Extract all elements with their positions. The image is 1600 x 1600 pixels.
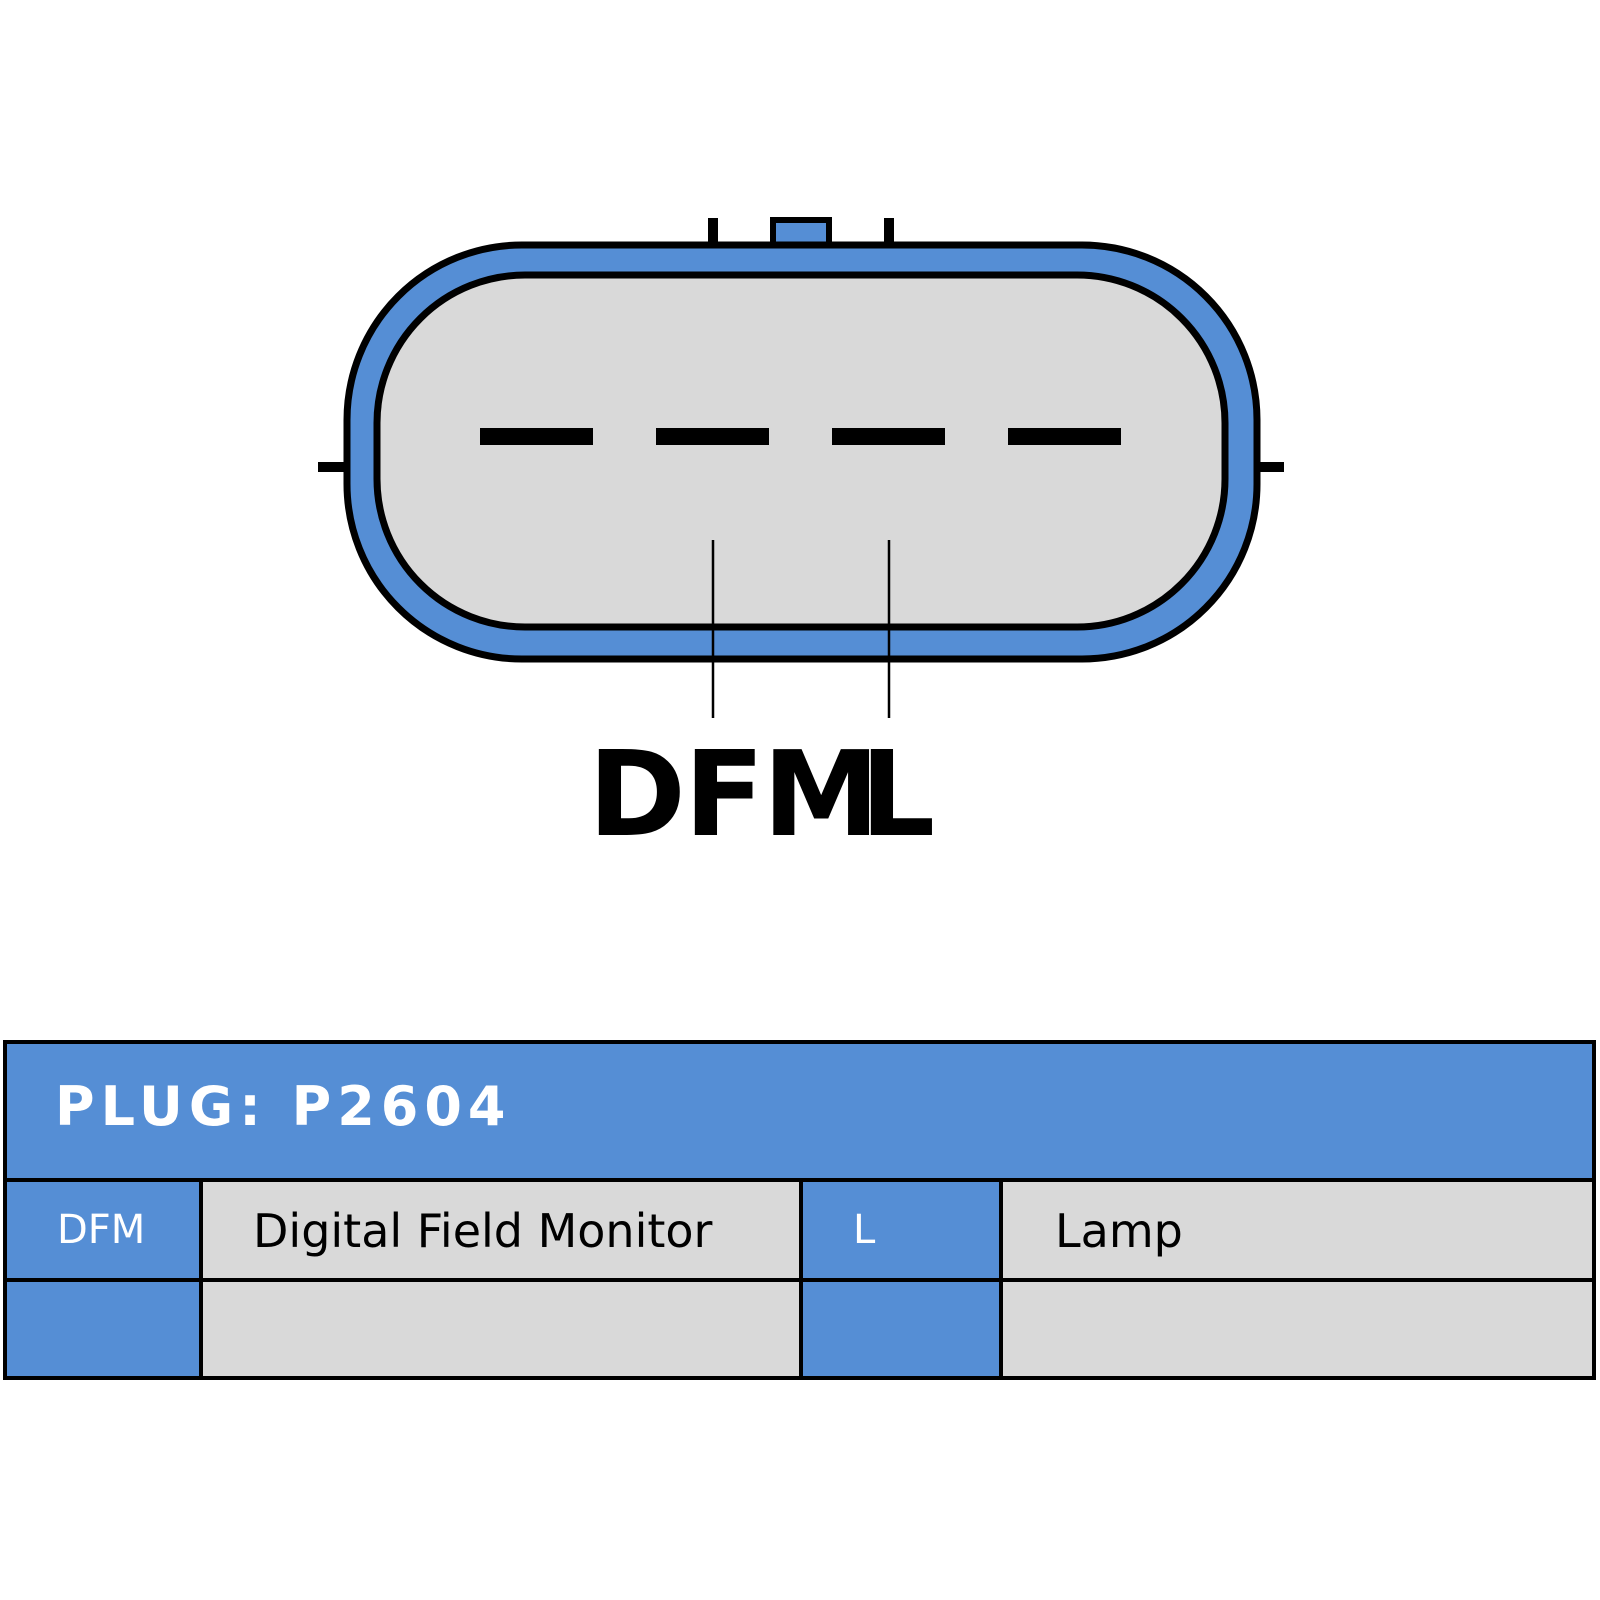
pin-2	[656, 428, 769, 445]
plug-title: PLUG: P2604	[55, 1075, 512, 1138]
pin-1	[480, 428, 593, 445]
pin-label-dfm: DFM	[588, 725, 880, 863]
pin-description-cell	[203, 1282, 803, 1376]
pin-3	[832, 428, 945, 445]
pin-4	[1008, 428, 1121, 445]
pinout-table: PLUG: P2604 DFM Digital Field Monitor L …	[3, 1040, 1596, 1380]
connector-diagram	[318, 217, 1284, 718]
table-row	[7, 1282, 1592, 1376]
pin-description: Lamp	[1055, 1204, 1183, 1258]
pin-description-cell: Digital Field Monitor	[203, 1182, 803, 1278]
housing-inner	[373, 271, 1229, 631]
pin-code-cell: L	[803, 1182, 1003, 1278]
pin-description: Digital Field Monitor	[253, 1204, 713, 1258]
pin-label-l: L	[860, 725, 935, 863]
pin-description-cell: Lamp	[1003, 1182, 1592, 1278]
pin-description-cell	[1003, 1282, 1592, 1376]
pin-code-cell	[803, 1282, 1003, 1376]
table-row: DFM Digital Field Monitor L Lamp	[7, 1182, 1592, 1282]
pin-code: L	[853, 1207, 876, 1253]
pin-code-cell: DFM	[7, 1182, 203, 1278]
pin-code-cell	[7, 1282, 203, 1376]
table-header: PLUG: P2604	[7, 1044, 1592, 1182]
pin-code: DFM	[57, 1207, 146, 1253]
